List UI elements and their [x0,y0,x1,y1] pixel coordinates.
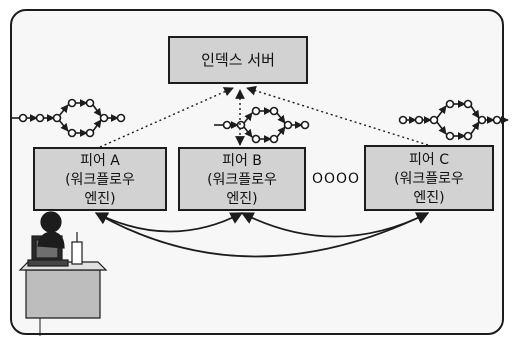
workflow-graph-icon [400,101,509,140]
workflow-graph-icon [10,100,125,137]
peer-b-name: 피어 B [180,152,304,171]
peer-b-box: 피어 B (워크플로우 엔진) [178,147,306,211]
user-at-computer-icon [20,212,106,336]
peer-c-box: 피어 C (워크플로우 엔진) [364,145,494,211]
index-server-label: 인덱스 서버 [170,38,306,82]
peer-a-line3: 엔진) [35,190,165,209]
peer-a-name: 피어 A [35,152,165,171]
peer-a-peer-c-link [96,213,428,257]
peer-b-line3: 엔진) [180,190,304,209]
peer-a-box: 피어 A (워크플로우 엔진) [33,147,167,211]
peer-a-peer-b-link [96,213,242,232]
peer-c-line3: 엔진) [366,189,492,208]
index-server-box: 인덱스 서버 [168,36,308,84]
workflow-graph-icon [214,108,309,143]
peer-b-line2: (워크플로우 [180,171,304,190]
more-peers-ellipsis: OOOO [312,171,360,187]
peer-c-name: 피어 C [366,151,492,170]
peer-a-line2: (워크플로우 [35,171,165,190]
peer-c-line2: (워크플로우 [366,170,492,189]
peer-b-peer-c-link [242,213,428,237]
